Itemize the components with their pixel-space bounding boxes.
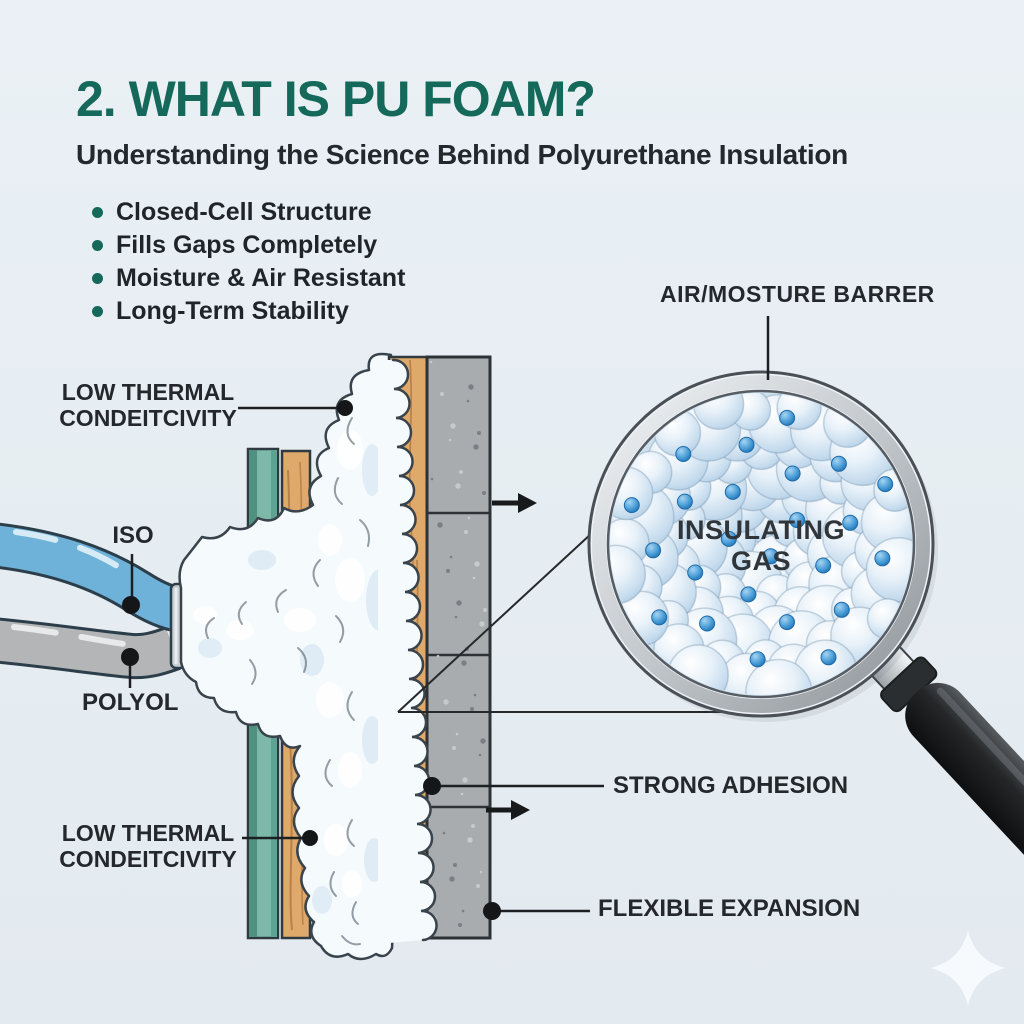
arrow-right-top-icon	[492, 493, 537, 513]
label-polyol: POLYOL	[82, 689, 179, 716]
label-line: INSULATING	[677, 515, 845, 545]
label-line: CONDEITCIVITY	[59, 405, 237, 431]
label-flexible-expansion: FLEXIBLE EXPANSION	[598, 895, 861, 922]
wall-concrete-layer	[425, 355, 492, 940]
label-low-thermal-conductivity-bottom: LOW THERMAL CONDEITCIVITY	[50, 820, 246, 872]
leader-lines	[121, 316, 770, 920]
foam-cell-bubbles	[610, 393, 912, 695]
bullet-dot-icon	[92, 240, 103, 251]
feature-text: Moisture & Air Resistant	[116, 264, 406, 292]
feature-text: Fills Gaps Completely	[116, 231, 378, 259]
label-line: CONDEITCIVITY	[59, 846, 237, 872]
foam-edge-scallops	[378, 358, 438, 944]
list-item: Long-Term Stability	[92, 295, 405, 328]
label-line: GAS	[730, 546, 791, 576]
list-item: Closed-Cell Structure	[92, 196, 405, 229]
feature-list: Closed-Cell Structure Fills Gaps Complet…	[92, 196, 405, 328]
label-insulating-gas: INSULATING GAS	[661, 515, 861, 577]
polyol-tube	[0, 617, 181, 680]
label-low-thermal-conductivity-top: LOW THERMAL CONDEITCIVITY	[50, 379, 246, 431]
arrow-right-bottom-icon	[486, 800, 530, 820]
bullet-dot-icon	[92, 306, 103, 317]
list-item: Fills Gaps Completely	[92, 229, 405, 262]
foam-spray	[178, 352, 395, 961]
bullet-dot-icon	[92, 207, 103, 218]
label-iso: ISO	[112, 522, 154, 549]
sparkle-icon	[930, 930, 1006, 1006]
label-line: LOW THERMAL	[61, 379, 235, 405]
label-strong-adhesion: STRONG ADHESION	[613, 772, 849, 799]
label-line: LOW THERMAL	[61, 820, 235, 846]
list-item: Moisture & Air Resistant	[92, 262, 405, 295]
label-air-moisture-barrier: AIR/MOSTURE BARRER	[660, 281, 935, 307]
callout-lines	[397, 532, 736, 713]
magnifier-lens	[587, 370, 938, 722]
page-subtitle: Understanding the Science Behind Polyure…	[76, 139, 848, 170]
concrete-speckles	[429, 360, 487, 927]
insulating-gas-dots	[623, 409, 894, 668]
feature-text: Closed-Cell Structure	[116, 198, 372, 226]
feature-text: Long-Term Stability	[116, 297, 349, 325]
iso-tube	[0, 522, 182, 632]
foam-highlights	[193, 430, 365, 898]
foam-texture-arcs	[205, 417, 370, 946]
page-title: 2. WHAT IS PU FOAM?	[76, 71, 596, 127]
bullet-dot-icon	[92, 273, 103, 284]
magnifier-handle	[861, 637, 1024, 895]
